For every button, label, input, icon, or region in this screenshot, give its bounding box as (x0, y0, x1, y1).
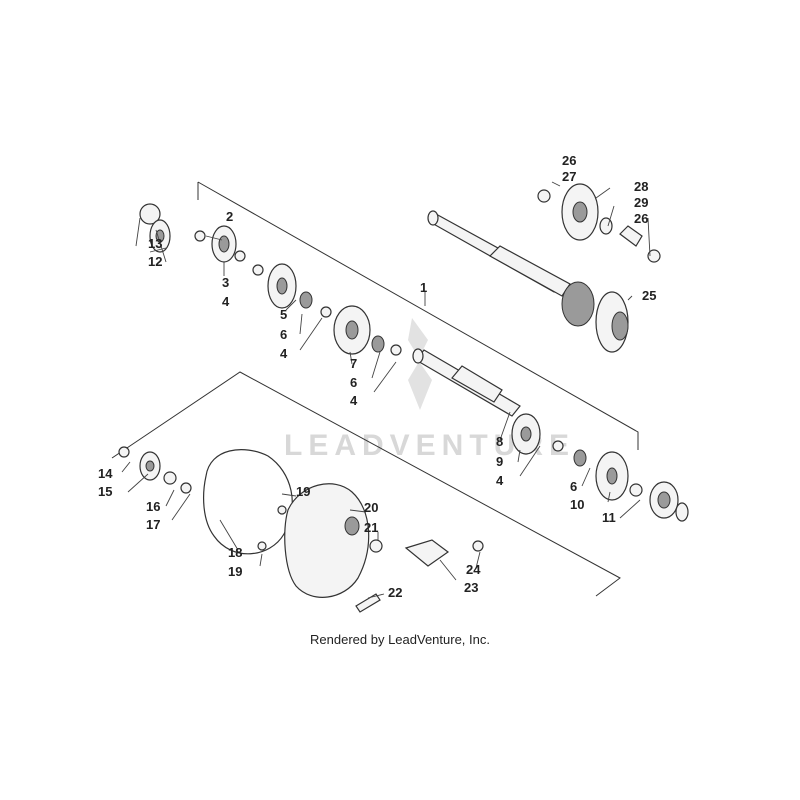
callout-5: 5 (280, 307, 287, 322)
callout-10: 10 (570, 497, 584, 512)
gear-case-cover (257, 483, 383, 598)
callout-28: 28 (634, 179, 648, 194)
sprocket-15 (118, 446, 192, 494)
callout-4a: 4 (222, 294, 230, 309)
callout-25: 25 (642, 288, 656, 303)
gear-7 (320, 305, 402, 356)
callout-6b: 6 (350, 375, 357, 390)
callout-22: 22 (388, 585, 402, 600)
callout-21: 21 (364, 520, 378, 535)
callout-4c: 4 (350, 393, 358, 408)
gear-5 (252, 263, 313, 309)
callout-3: 3 (222, 275, 229, 290)
callout-26a: 26 (562, 153, 576, 168)
callout-27: 27 (562, 169, 576, 184)
output-shaft (427, 210, 571, 297)
bushing-28 (599, 217, 661, 263)
callout-9: 9 (496, 454, 503, 469)
callout-14: 14 (98, 466, 113, 481)
watermark-logo (408, 318, 432, 410)
callout-6a: 6 (280, 327, 287, 342)
callout-19a: 19 (296, 484, 310, 499)
callout-11: 11 (602, 510, 616, 525)
gasket-18 (203, 449, 293, 555)
gear-3 (194, 225, 246, 263)
cover-bolt-22 (355, 593, 381, 613)
callout-12: 12 (148, 254, 162, 269)
callout-29: 29 (634, 195, 648, 210)
callout-6c: 6 (570, 479, 577, 494)
callout-18: 18 (228, 545, 242, 560)
callout-24: 24 (466, 562, 481, 577)
gear-10 (552, 440, 643, 501)
callout-26b: 26 (634, 211, 648, 226)
callout-4b: 4 (280, 346, 288, 361)
callout-23: 23 (464, 580, 478, 595)
callout-13: 13 (148, 236, 162, 251)
callout-20: 20 (364, 500, 378, 515)
callout-19b: 19 (228, 564, 242, 579)
bearing-11 (649, 481, 689, 522)
gear-27 (537, 183, 599, 241)
input-shaft (412, 348, 521, 417)
upper-assembly-bracket (197, 181, 639, 450)
callout-15: 15 (98, 484, 112, 499)
lower-assembly-bracket (111, 371, 621, 597)
callout-4d: 4 (496, 473, 504, 488)
drive-sprocket-12 (139, 203, 171, 253)
render-credit: Rendered by LeadVenture, Inc. (310, 632, 490, 647)
callout-17: 17 (146, 517, 160, 532)
speed-sensor-23 (404, 539, 484, 567)
callout-1: 1 (420, 280, 427, 295)
callout-8: 8 (496, 434, 503, 449)
gear-9 (511, 413, 541, 455)
gear-25 (561, 281, 629, 353)
callout-16: 16 (146, 499, 160, 514)
callout-7: 7 (350, 356, 357, 371)
callout-2: 2 (226, 209, 233, 224)
